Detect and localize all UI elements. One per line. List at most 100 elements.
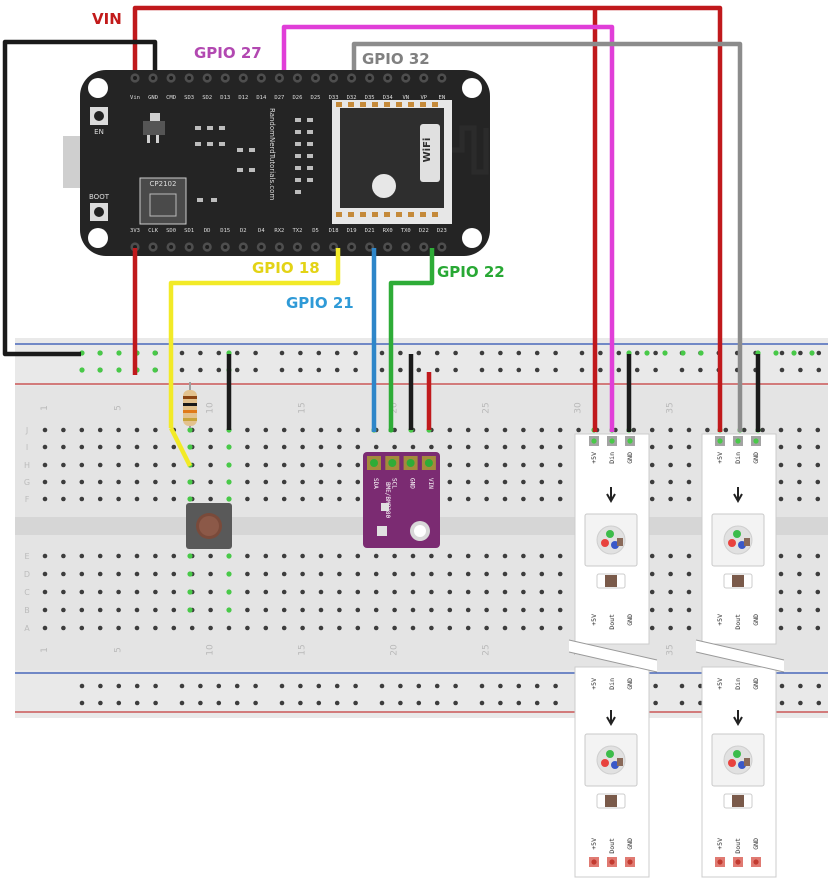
- breadboard-hole: [281, 496, 287, 502]
- rail-hole: [816, 683, 822, 689]
- breadboard-hole: [373, 553, 379, 559]
- rail-hole: [516, 367, 522, 373]
- breadboard-hole: [521, 589, 526, 595]
- breadboard-hole: [355, 607, 361, 613]
- row-letter: I: [26, 443, 28, 452]
- breadboard-hole: [116, 444, 121, 450]
- breadboard-hole: [281, 462, 287, 468]
- rail-hole: [598, 350, 603, 356]
- rail-hole: [379, 367, 385, 373]
- breadboard-hole: [337, 462, 342, 468]
- breadboard-hole: [153, 553, 158, 559]
- breadboard-hole: [557, 496, 563, 502]
- rail-hole: [516, 700, 522, 706]
- rail-hole: [498, 700, 503, 706]
- rail-hole: [353, 367, 358, 373]
- connected-hole: [809, 350, 815, 356]
- rail-hole: [179, 367, 185, 373]
- rail-hole: [379, 350, 385, 356]
- rail-hole: [553, 700, 558, 706]
- rail-hole: [216, 683, 222, 689]
- rail-hole: [553, 367, 558, 373]
- breadboard-hole: [465, 625, 471, 631]
- rail-hole: [379, 683, 385, 689]
- breadboard-hole: [557, 589, 563, 595]
- strip-pad: [735, 859, 741, 865]
- rail-hole: [653, 350, 658, 356]
- breadboard-hole: [300, 553, 305, 559]
- breadboard-hole: [484, 625, 489, 631]
- breadboard-hole: [171, 479, 177, 485]
- breadboard-hole: [668, 479, 673, 485]
- breadboard-hole: [97, 462, 103, 468]
- breadboard-hole: [539, 462, 545, 468]
- rail-hole: [679, 367, 685, 373]
- connected-hole: [187, 444, 193, 450]
- pin-label: D33: [329, 95, 339, 101]
- breadboard-hole: [410, 571, 416, 577]
- breadboard-hole: [484, 571, 489, 577]
- breadboard-hole: [686, 462, 692, 468]
- breadboard-hole: [521, 571, 526, 577]
- strip-pad: [717, 859, 723, 865]
- rail-hole: [334, 367, 340, 373]
- rail-hole: [416, 700, 422, 706]
- breadboard-hole: [300, 427, 305, 433]
- push-button[interactable]: [186, 503, 232, 549]
- rail-hole: [579, 350, 585, 356]
- breadboard-hole: [337, 607, 342, 613]
- connected-hole: [226, 462, 232, 468]
- strip-pad: [609, 438, 615, 444]
- column-number: 35: [666, 402, 676, 413]
- pin-label: CMD: [166, 95, 176, 101]
- breadboard-hole: [79, 427, 85, 433]
- breadboard-hole: [153, 427, 158, 433]
- breadboard-hole: [263, 427, 269, 433]
- breadboard-hole: [484, 462, 489, 468]
- rail-hole: [98, 683, 103, 689]
- breadboard-hole: [539, 607, 545, 613]
- pin-label: D23: [437, 228, 447, 234]
- breadboard-hole: [97, 496, 103, 502]
- rail-hole: [534, 700, 540, 706]
- breadboard-hole: [153, 479, 158, 485]
- breadboard-hole: [502, 571, 508, 577]
- pin-label: D13: [220, 95, 230, 101]
- breadboard-hole: [208, 553, 213, 559]
- rail-hole: [279, 683, 285, 689]
- breadboard-hole: [300, 444, 305, 450]
- breadboard-hole: [61, 444, 66, 450]
- breadboard-hole: [79, 444, 85, 450]
- breadboard-hole: [42, 462, 48, 468]
- strip-pin-label: GND: [752, 452, 760, 464]
- breadboard-hole: [797, 607, 802, 613]
- mount-hole: [462, 228, 482, 248]
- pin-label: VN: [402, 95, 409, 101]
- rail-hole: [398, 350, 403, 356]
- breadboard-hole: [778, 589, 784, 595]
- rail-hole: [653, 367, 658, 373]
- column-number: 25: [482, 402, 492, 413]
- breadboard-hole: [61, 607, 66, 613]
- breadboard-hole: [447, 571, 453, 577]
- rail-hole: [698, 367, 703, 373]
- rail-hole: [416, 367, 422, 373]
- rail-hole: [816, 367, 822, 373]
- breadboard-hole: [79, 462, 85, 468]
- breadboard-hole: [337, 625, 342, 631]
- breadboard-hole: [797, 553, 802, 559]
- breadboard-hole: [116, 479, 121, 485]
- pin-label: SD0: [166, 228, 176, 234]
- rail-hole: [198, 367, 203, 373]
- breadboard-hole: [300, 496, 305, 502]
- breadboard-hole: [337, 553, 342, 559]
- breadboard-hole: [668, 589, 673, 595]
- strip-pin-label: +5V: [590, 614, 598, 626]
- wires-top: [2, 5, 743, 432]
- label-gpio18: GPIO 18: [252, 259, 320, 277]
- breadboard-hole: [778, 625, 784, 631]
- pin-label: VP: [420, 95, 427, 101]
- pin-label: D15: [220, 228, 230, 234]
- breadboard-hole: [42, 625, 48, 631]
